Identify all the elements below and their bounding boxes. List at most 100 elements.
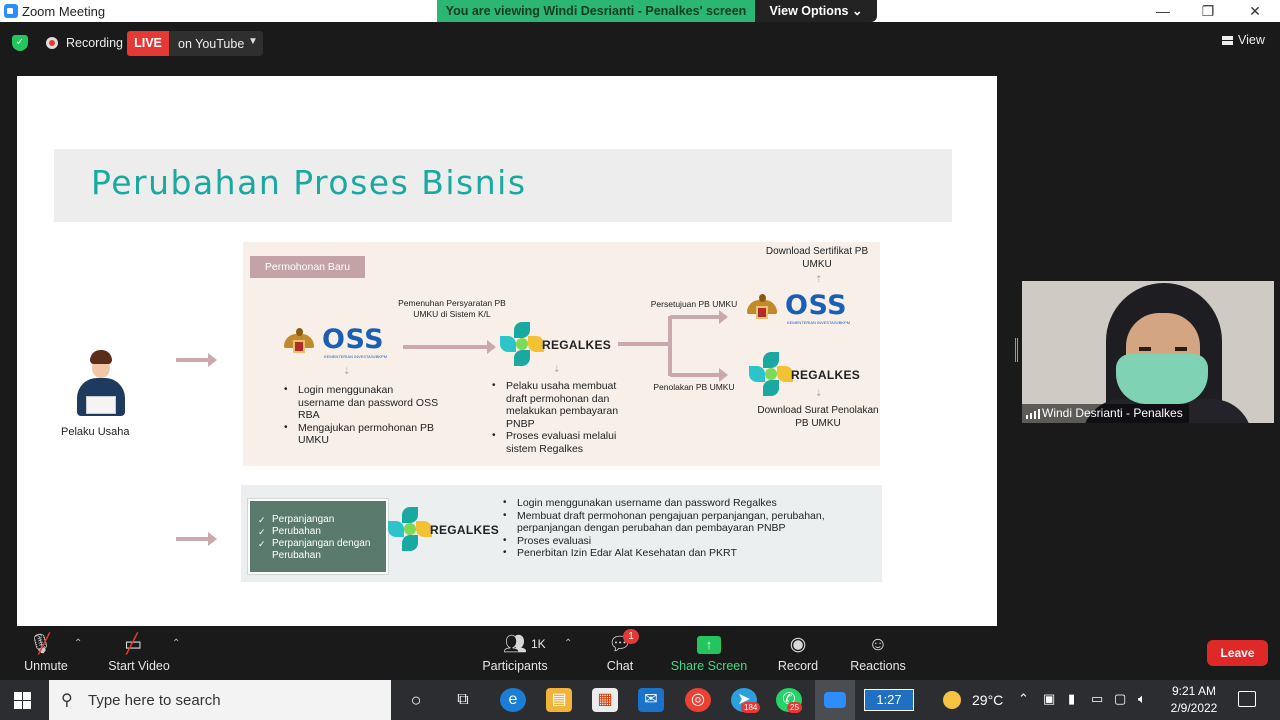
start-video-label: Start Video bbox=[108, 659, 170, 673]
list-item: Login menggunakan username dan password … bbox=[282, 384, 442, 422]
restore-button[interactable]: ❐ bbox=[1201, 3, 1215, 19]
rejection-label: Penolakan PB UMKU bbox=[653, 382, 735, 392]
list-item: Pelaku usaha membuat draft permohonan da… bbox=[490, 380, 640, 430]
arrow-down-icon: ⇣ bbox=[553, 364, 561, 374]
resize-handle[interactable] bbox=[1015, 338, 1018, 362]
list-item: Membuat draft permohonan pengajuan perpa… bbox=[501, 510, 851, 535]
start-video-button[interactable]: ▭╱ Start Video bbox=[102, 628, 176, 680]
oss-logo-subtitle: KEMENTERIAN INVESTASI/BKPM bbox=[324, 354, 388, 359]
zoom-app-icon bbox=[4, 4, 18, 18]
checklist-item: Perpanjangan bbox=[258, 514, 386, 526]
leave-button[interactable]: Leave bbox=[1207, 640, 1268, 666]
minimize-button[interactable]: — bbox=[1156, 3, 1170, 19]
temperature[interactable]: 29°C bbox=[972, 692, 1004, 708]
participant-video-tile[interactable] bbox=[1022, 281, 1274, 423]
garuda-emblem-icon bbox=[284, 328, 314, 358]
search-placeholder: Type here to search bbox=[88, 692, 221, 709]
arrow-up-icon: ⇡ bbox=[815, 274, 823, 284]
caret-up-icon[interactable]: ⌃ bbox=[564, 638, 573, 649]
list-item: Proses evaluasi melalui sistem Regalkes bbox=[490, 430, 640, 455]
renewal-steps-list: Login menggunakan username dan password … bbox=[501, 497, 851, 560]
record-button[interactable]: ◉ Record bbox=[774, 628, 822, 680]
live-stream-control[interactable]: LIVE on YouTube ▼ bbox=[127, 31, 263, 56]
participants-count: 1K bbox=[531, 637, 546, 651]
edge-browser-icon[interactable]: e bbox=[500, 688, 526, 712]
list-item: Mengajukan permohonan PB UMKU bbox=[282, 422, 442, 447]
task-view-icon[interactable]: ⧉ bbox=[457, 691, 469, 708]
slide-title-band: Perubahan Proses Bisnis bbox=[54, 149, 952, 222]
whatsapp-badge: 25 bbox=[787, 702, 802, 713]
timer-widget[interactable]: 1:27 bbox=[864, 689, 914, 711]
network-icon[interactable]: ▢ bbox=[1114, 691, 1127, 706]
window-title: Zoom Meeting bbox=[22, 4, 106, 19]
regalkes-logo-text: REGALKES bbox=[791, 368, 861, 382]
person-illustration bbox=[75, 350, 127, 420]
battery-icon[interactable]: ▭ bbox=[1091, 691, 1104, 706]
split-connector bbox=[668, 316, 672, 376]
regalkes-logo-text: REGALKES bbox=[430, 523, 500, 537]
arrow-down-icon: ⇣ bbox=[815, 388, 823, 398]
regalkes-mark-icon bbox=[749, 352, 793, 396]
meet-now-icon[interactable]: ▣ bbox=[1043, 691, 1056, 706]
arrow-right-icon bbox=[403, 340, 496, 354]
regalkes-logo: REGALKES bbox=[388, 507, 500, 551]
file-explorer-icon[interactable]: ▤ bbox=[546, 688, 572, 712]
grid-icon bbox=[1222, 36, 1233, 45]
chat-unread-badge: 1 bbox=[623, 629, 639, 644]
caret-down-icon[interactable]: ▼ bbox=[248, 36, 258, 47]
view-options-button[interactable]: View Options ⌄ bbox=[755, 0, 877, 22]
weather-icon[interactable] bbox=[943, 691, 961, 709]
oss-logo-text: OSS bbox=[322, 324, 385, 355]
renewal-types-box: Perpanjangan Perubahan Perpanjangan deng… bbox=[247, 498, 389, 575]
arrow-right-icon bbox=[176, 353, 217, 367]
oss-logo-subtitle: KEMENTERIAN INVESTASI/BKPM bbox=[787, 320, 851, 325]
live-badge: LIVE bbox=[127, 31, 169, 56]
shield-icon[interactable]: ✓ bbox=[12, 35, 28, 51]
search-icon: ⚲ bbox=[61, 692, 73, 709]
windows-start-icon[interactable] bbox=[14, 692, 31, 709]
microsoft-store-icon[interactable]: ▦ bbox=[592, 688, 618, 712]
share-screen-button[interactable]: ↑ Share Screen bbox=[670, 628, 748, 680]
clock-time: 9:21 AM bbox=[1171, 684, 1217, 698]
participant-name: Windi Desrianti - Penalkes bbox=[1042, 406, 1183, 420]
taskbar-search-box[interactable]: ⚲ Type here to search bbox=[49, 680, 391, 720]
arrow-right-icon bbox=[670, 368, 728, 382]
volume-icon[interactable]: 🔈︎ bbox=[1138, 691, 1146, 706]
chevron-up-icon[interactable]: ⌃ bbox=[1018, 691, 1029, 706]
regalkes-mark-icon bbox=[388, 507, 432, 551]
share-screen-label: Share Screen bbox=[670, 659, 748, 673]
list-item: Login menggunakan username dan password … bbox=[501, 497, 851, 510]
unmute-label: Unmute bbox=[24, 659, 68, 673]
garuda-emblem-icon bbox=[747, 294, 777, 324]
list-item: Penerbitan Izin Edar Alat Kesehatan dan … bbox=[501, 547, 851, 560]
close-button[interactable]: ✕ bbox=[1249, 3, 1261, 19]
windows-taskbar: ⚲ Type here to search ○ ⧉ e ▤ ▦ ✉ ◎ ➤ 18… bbox=[0, 680, 1280, 720]
recording-icon bbox=[46, 37, 58, 49]
oss-steps-list: Login menggunakan username dan password … bbox=[282, 384, 442, 447]
clock-date: 2/9/2022 bbox=[1170, 701, 1218, 715]
cortana-icon[interactable]: ○ bbox=[410, 690, 422, 710]
regalkes-logo-text: REGALKES bbox=[542, 338, 612, 352]
unmute-button[interactable]: 🎙︎╱ Unmute bbox=[18, 628, 74, 680]
recording-label[interactable]: Recording bbox=[66, 36, 123, 50]
reactions-button[interactable]: ☺ Reactions bbox=[846, 628, 910, 680]
split-connector bbox=[618, 342, 670, 346]
chat-label: Chat bbox=[606, 659, 634, 673]
reactions-icon: ☺ bbox=[868, 634, 888, 655]
meeting-toolbar: 🎙︎╱ Unmute ⌃ ▭╱ Start Video ⌃ 👥︎ Partici… bbox=[0, 628, 1280, 680]
caret-up-icon[interactable]: ⌃ bbox=[74, 638, 83, 649]
microphone-icon[interactable]: ▮ bbox=[1068, 691, 1076, 706]
zoom-taskbar-icon[interactable] bbox=[815, 680, 855, 720]
caret-up-icon[interactable]: ⌃ bbox=[172, 638, 181, 649]
signal-strength-icon bbox=[1026, 409, 1040, 419]
chrome-icon[interactable]: ◎ bbox=[685, 688, 711, 712]
share-screen-icon: ↑ bbox=[697, 636, 721, 654]
system-clock[interactable]: 9:21 AM 2/9/2022 bbox=[1164, 683, 1224, 717]
arrow-down-icon: ⇣ bbox=[343, 366, 351, 376]
checklist-item: Perpanjangan dengan Perubahan bbox=[258, 538, 386, 562]
list-item: Proses evaluasi bbox=[501, 535, 851, 548]
participants-button[interactable]: 👥︎ Participants bbox=[478, 628, 552, 680]
view-layout-button[interactable]: View bbox=[1222, 33, 1265, 47]
mail-icon[interactable]: ✉ bbox=[638, 688, 664, 712]
notifications-icon[interactable] bbox=[1238, 691, 1256, 707]
